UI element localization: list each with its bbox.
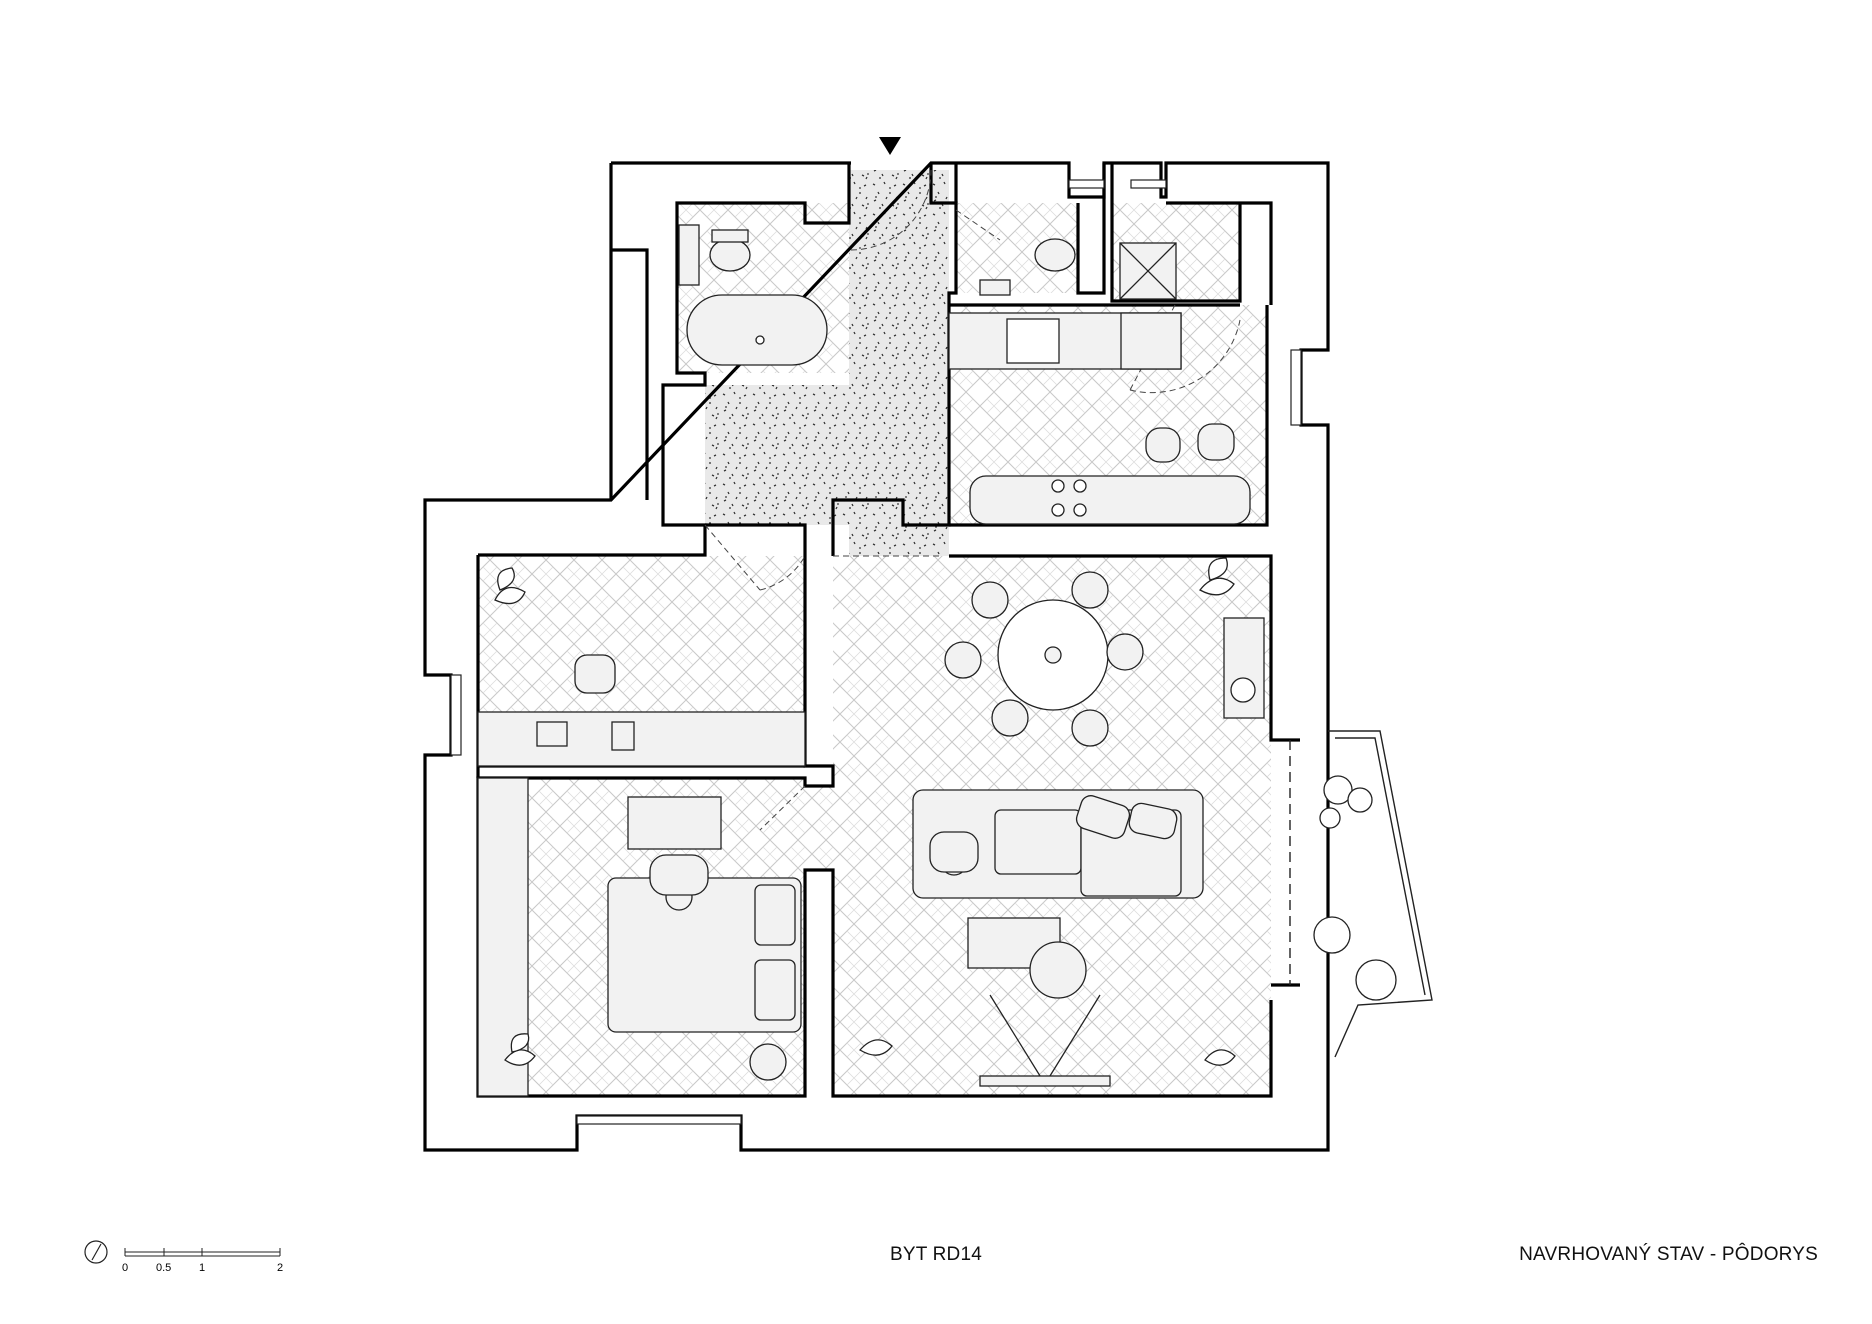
window-kitchen (1290, 349, 1302, 426)
scale-label-05: 0.5 (156, 1262, 171, 1274)
wc-sink (979, 279, 1011, 296)
balcony-table-icon (1355, 959, 1397, 1001)
notebook-icon (611, 721, 635, 751)
bedroom-plant-icon (504, 1033, 536, 1066)
door-swings (704, 169, 1241, 831)
laptop-icon (536, 721, 568, 747)
wc-door (955, 209, 1001, 241)
bar-stool-b (1197, 423, 1235, 461)
walls (423, 161, 1330, 1152)
north-arrow-icon (84, 1240, 108, 1264)
fridge-icon (1120, 312, 1182, 370)
bathroom-fixtures (678, 224, 828, 366)
cooktop-icon (1051, 479, 1087, 517)
utility-fixtures (1119, 242, 1177, 300)
window-wc (1068, 179, 1105, 189)
dining-chair-d (1106, 633, 1144, 671)
cushion-a (1075, 795, 1131, 839)
balcony-furniture (1313, 775, 1397, 1001)
project-title: BYT RD14 (889, 1244, 983, 1265)
tv-sightline-b (1044, 994, 1101, 1085)
bathtub-icon (686, 294, 828, 366)
toilet-icon (709, 238, 751, 272)
pillow-a (754, 884, 796, 946)
windows (450, 179, 1302, 1125)
scale-label-2: 2 (277, 1262, 283, 1274)
dining-chair-a (971, 581, 1009, 619)
study-desk (477, 711, 806, 767)
desk-chair (574, 654, 616, 694)
floor-hallway-lower (705, 385, 949, 525)
balcony (1289, 730, 1433, 1058)
window-study (450, 674, 462, 756)
wc-toilet-icon (1034, 238, 1076, 272)
study-door (704, 524, 806, 591)
side-table-icon (749, 1043, 787, 1081)
pillow-b (754, 959, 796, 1021)
floor-bedroom-passage (804, 786, 834, 870)
bathtub-drain (755, 335, 765, 345)
north-arrow-needle (91, 1243, 102, 1261)
media-console (1223, 617, 1265, 719)
entry-arrow-icon (879, 137, 901, 155)
person-icon (649, 854, 709, 911)
balcony-plant-icon (1319, 775, 1373, 829)
kitchen-sink-icon (1006, 318, 1060, 364)
plant-icon (494, 567, 526, 605)
inner-wall-outline (609, 163, 649, 500)
tv-console (979, 1075, 1111, 1087)
floor-fills (478, 170, 1271, 1096)
inner-wall-wc (954, 163, 1273, 305)
kitchen-wall (949, 303, 1269, 527)
sofa-seat-a (994, 809, 1082, 875)
sink-cabinet (678, 224, 700, 286)
living-furniture (858, 557, 1265, 1087)
dining-plate-center (1044, 646, 1062, 664)
cushion-b (1128, 802, 1178, 840)
living-plant-icon (858, 557, 1236, 1066)
kitchen-fixtures (948, 312, 1251, 525)
scale-label-0: 0 (122, 1262, 128, 1274)
scale-label-1: 1 (199, 1262, 205, 1274)
bedroom-furniture (477, 777, 802, 1097)
living-person-icon (929, 831, 979, 876)
kitchen-island (969, 475, 1251, 525)
entry-door (850, 169, 932, 251)
dining-chair-e (991, 699, 1029, 737)
scale-bar: 0 0.5 1 2 (84, 1240, 304, 1281)
tv-sightline-a (989, 994, 1046, 1085)
toilet-tank (711, 229, 749, 243)
washing-machine-cross-b (1119, 242, 1177, 300)
turntable-icon (1230, 677, 1256, 703)
balcony-chair (1313, 916, 1351, 954)
scale-bar-graphic: 0 0.5 1 2 (84, 1240, 283, 1274)
pouf-icon (1029, 941, 1087, 999)
window-bedroom (576, 1115, 742, 1125)
window-utility (1130, 179, 1167, 189)
bar-stool-a (1145, 427, 1181, 463)
wc-fixtures (979, 238, 1076, 296)
dining-chair-c (944, 641, 982, 679)
balcony-inner (1335, 737, 1426, 996)
dining-chair-f (1071, 709, 1109, 747)
rug (627, 796, 722, 850)
dining-chair-b (1071, 571, 1109, 609)
kitchen-door (1129, 304, 1241, 394)
study-furniture (477, 567, 806, 767)
drawing-title: NAVRHOVANÝ STAV - PÔDORYS (1519, 1244, 1818, 1265)
balcony-outline (1328, 730, 1433, 1058)
bedroom-door (759, 785, 806, 831)
